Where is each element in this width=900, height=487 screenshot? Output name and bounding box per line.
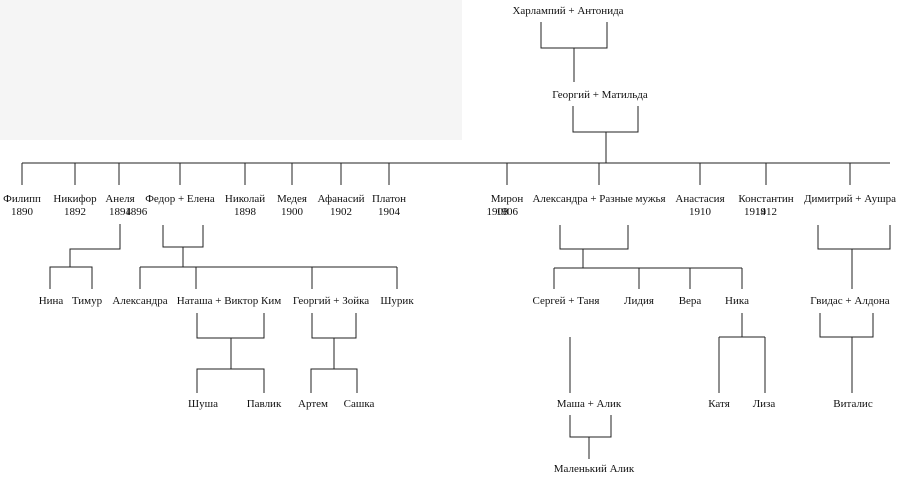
person-name: Медея bbox=[277, 193, 307, 205]
person-katya: Катя bbox=[708, 398, 730, 410]
person-nina: Нина bbox=[38, 295, 64, 307]
birth-year: 1906 bbox=[496, 206, 518, 218]
person-liza: Лиза bbox=[752, 398, 776, 410]
person-name: Николай bbox=[224, 193, 266, 205]
person-vitalis: Виталис bbox=[833, 398, 873, 410]
birth-year: 1902 bbox=[330, 206, 352, 218]
person-dimitriy-aushra: Димитрий + Аушра 1914 bbox=[744, 193, 896, 219]
background-panel bbox=[0, 0, 462, 140]
person-little-alik: Маленький Алик bbox=[553, 463, 635, 475]
connector bbox=[196, 368, 265, 393]
birth-year: 1900 bbox=[280, 206, 303, 218]
birth-year: 1904 bbox=[378, 206, 400, 218]
person-harlampiy-antonida: Харлампий + Антонида bbox=[512, 5, 624, 17]
connector bbox=[311, 313, 357, 339]
birth-year: 1894 bbox=[108, 206, 131, 218]
connector bbox=[540, 22, 608, 49]
birth-year: 1896 bbox=[125, 206, 148, 218]
person-artem: Артем bbox=[298, 398, 328, 410]
birth-year: 1892 bbox=[63, 206, 86, 218]
person-sashka: Сашка bbox=[343, 398, 375, 410]
person-name: Анеля bbox=[105, 193, 135, 205]
connector bbox=[310, 368, 358, 393]
person-name: Федор + Елена bbox=[145, 193, 215, 205]
connector bbox=[196, 313, 265, 339]
person-gvidas-aldona: Гвидас + Алдона bbox=[810, 295, 890, 307]
person-vera: Вера bbox=[678, 295, 702, 307]
person-alexandra-jr: Александра bbox=[112, 295, 168, 307]
person-name: Никифор bbox=[53, 193, 97, 205]
birth-year: 1910 bbox=[689, 206, 711, 218]
person-alexandra-husbands: Александра + Разные мужья 1908 bbox=[486, 193, 666, 219]
person-sergey-tanya: Сергей + Таня bbox=[532, 295, 600, 307]
connector bbox=[162, 225, 204, 248]
connector bbox=[559, 225, 629, 250]
person-timur: Тимур bbox=[71, 295, 103, 307]
person-lidiya: Лидия bbox=[624, 295, 654, 307]
connector bbox=[817, 225, 891, 250]
person-georgiy-zoyka: Георгий + Зойка bbox=[292, 295, 370, 307]
connector bbox=[819, 313, 874, 338]
person-name: Афанасий bbox=[317, 193, 365, 205]
person-masha-alik: Маша + Алик bbox=[556, 398, 622, 410]
connector bbox=[572, 106, 639, 133]
birth-year: 1898 bbox=[233, 206, 256, 218]
birth-year: 1890 bbox=[10, 206, 33, 218]
person-shurik: Шурик bbox=[380, 295, 414, 307]
person-nika: Ника bbox=[725, 295, 749, 307]
person-name: Димитрий + Аушра bbox=[804, 193, 896, 205]
connector bbox=[69, 224, 121, 267]
person-name: Филипп bbox=[3, 193, 41, 205]
person-name: Платон bbox=[371, 193, 407, 205]
person-name: Александра + Разные мужья bbox=[532, 193, 666, 205]
person-shusha: Шуша bbox=[188, 398, 218, 410]
connector bbox=[49, 266, 93, 289]
person-name: Константин bbox=[738, 193, 794, 205]
birth-year: 1908 bbox=[486, 206, 509, 218]
person-georgiy-matilda: Георгий + Матильда bbox=[552, 89, 648, 101]
birth-year: 1912 bbox=[754, 206, 777, 218]
person-natasha-viktor: Наташа + Виктор Ким bbox=[176, 295, 282, 307]
person-name: Мирон bbox=[490, 193, 524, 205]
birth-year: 1914 bbox=[744, 206, 767, 218]
person-name: Анастасия bbox=[675, 193, 725, 205]
person-pavlik: Павлик bbox=[246, 398, 282, 410]
connector bbox=[569, 415, 612, 438]
